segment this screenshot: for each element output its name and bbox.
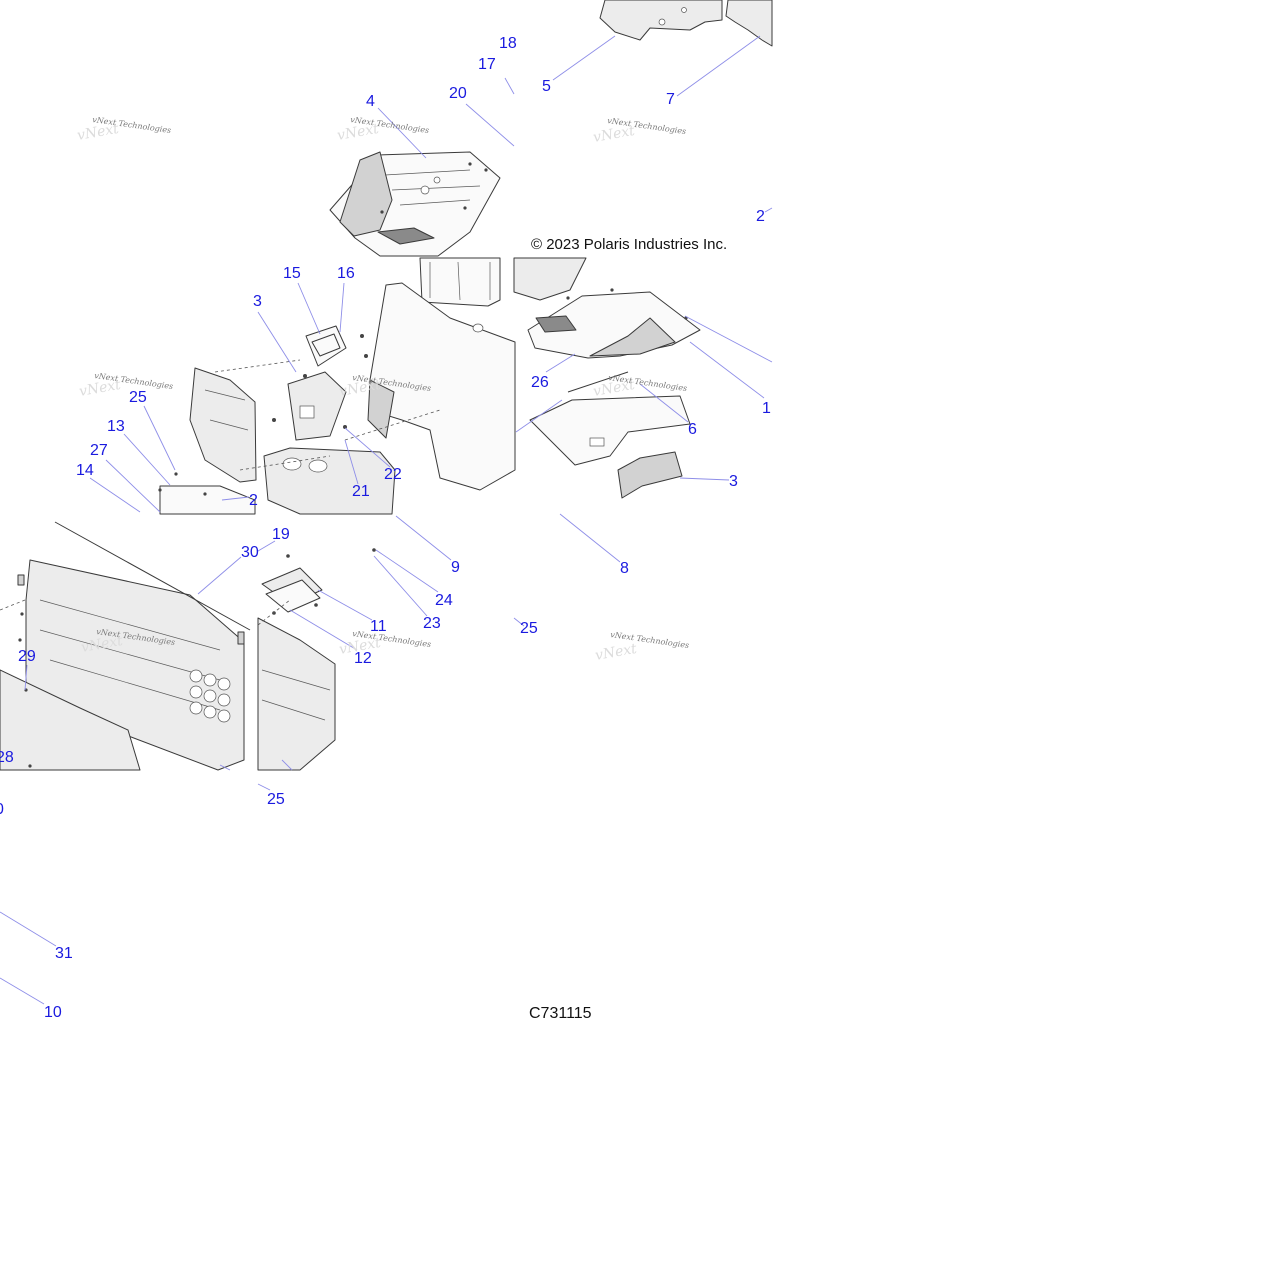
svg-text:vNext: vNext xyxy=(594,641,638,664)
inner-liner xyxy=(159,485,256,515)
close-off-panel-28 xyxy=(0,669,141,771)
svg-text:vNext: vNext xyxy=(338,635,382,658)
callout-7: 7 xyxy=(666,91,675,108)
tile-firewall xyxy=(0,521,251,771)
tile-floor-mats-upper xyxy=(599,0,773,47)
tile-console xyxy=(158,257,516,515)
callout-2-top: 2 xyxy=(756,208,765,225)
callout-1: 1 xyxy=(762,400,771,417)
callout-24: 24 xyxy=(435,592,453,609)
tile-floor-panel-right xyxy=(513,257,701,499)
callout-30: 30 xyxy=(241,544,259,561)
leader-lines xyxy=(0,35,773,1005)
glove-box-door xyxy=(287,371,347,441)
callout-17: 17 xyxy=(478,56,496,73)
callout-31: 31 xyxy=(55,945,73,962)
callout-26: 26 xyxy=(531,374,549,391)
heel-pad-3 xyxy=(617,451,683,499)
cross-rod-26 xyxy=(567,371,629,393)
svg-text:vNext: vNext xyxy=(80,633,124,656)
callout-10: 10 xyxy=(44,1004,62,1021)
callout-18: 18 xyxy=(499,35,517,52)
callout-22: 22 xyxy=(384,466,402,483)
support-rod-19 xyxy=(54,521,251,631)
callout-3: 3 xyxy=(729,473,738,490)
floor-panel-1-insert xyxy=(535,315,577,333)
floor-mat-insert xyxy=(377,227,435,245)
callout-19: 19 xyxy=(272,526,290,543)
svg-text:vNext: vNext xyxy=(78,377,122,400)
firewall-hole-pattern xyxy=(189,669,231,723)
callout-labels: 18 17 20 5 7 4 2 15 16 3 26 1 6 25 13 27… xyxy=(0,35,771,1021)
callout-5: 5 xyxy=(542,78,551,95)
svg-text:vNext: vNext xyxy=(336,121,380,144)
storage-tub xyxy=(419,257,501,307)
callout-25-a: 25 xyxy=(129,389,147,406)
callout-8: 8 xyxy=(620,560,629,577)
floor-mat-6 xyxy=(529,395,691,466)
callout-16: 16 xyxy=(337,265,355,282)
diagram-code: C731115 xyxy=(529,1005,592,1022)
lower-tub xyxy=(257,617,336,771)
latch-15 xyxy=(311,333,341,357)
watermarks: vNext vNext Technologies vNext vNext Tec… xyxy=(76,115,690,664)
upper-trim xyxy=(513,257,587,301)
callout-14: 14 xyxy=(76,462,94,479)
console-bracket xyxy=(189,367,257,483)
callout-21: 21 xyxy=(352,483,370,500)
floor-mat-7 xyxy=(725,0,773,47)
callout-4: 4 xyxy=(366,93,375,110)
callout-25-c: 25 xyxy=(267,791,285,808)
callout-25-b: 25 xyxy=(520,620,538,637)
copyright-notice: © 2023 Polaris Industries Inc. xyxy=(531,236,727,253)
callout-12: 12 xyxy=(354,650,372,667)
callout-3-left: 3 xyxy=(253,293,262,310)
side-wall-4 xyxy=(339,151,393,237)
callout-27: 27 xyxy=(90,442,108,459)
svg-text:vNext: vNext xyxy=(76,121,120,144)
callout-23: 23 xyxy=(423,615,441,632)
callout-13: 13 xyxy=(107,418,125,435)
callout-11: 11 xyxy=(370,618,387,635)
tile-floor-panel-upper xyxy=(329,151,501,257)
mount-plate-12 xyxy=(265,579,321,613)
floor-panel-1-wall xyxy=(589,317,676,357)
callout-2-mid: 2 xyxy=(249,492,258,509)
callout-20: 20 xyxy=(449,85,467,102)
svg-text:vNext: vNext xyxy=(338,377,382,400)
svg-text:vNext: vNext xyxy=(592,123,636,146)
console-side-panel xyxy=(367,379,395,439)
callout-6: 6 xyxy=(688,421,697,438)
callout-0: 0 xyxy=(0,801,4,818)
dash-bezel-9 xyxy=(263,447,396,515)
callout-9: 9 xyxy=(451,559,460,576)
callout-29: 29 xyxy=(18,648,36,665)
tile-lower-bracket xyxy=(257,548,376,771)
callout-28: 28 xyxy=(0,749,14,766)
svg-text:vNext: vNext xyxy=(592,377,636,400)
callout-15: 15 xyxy=(283,265,301,282)
